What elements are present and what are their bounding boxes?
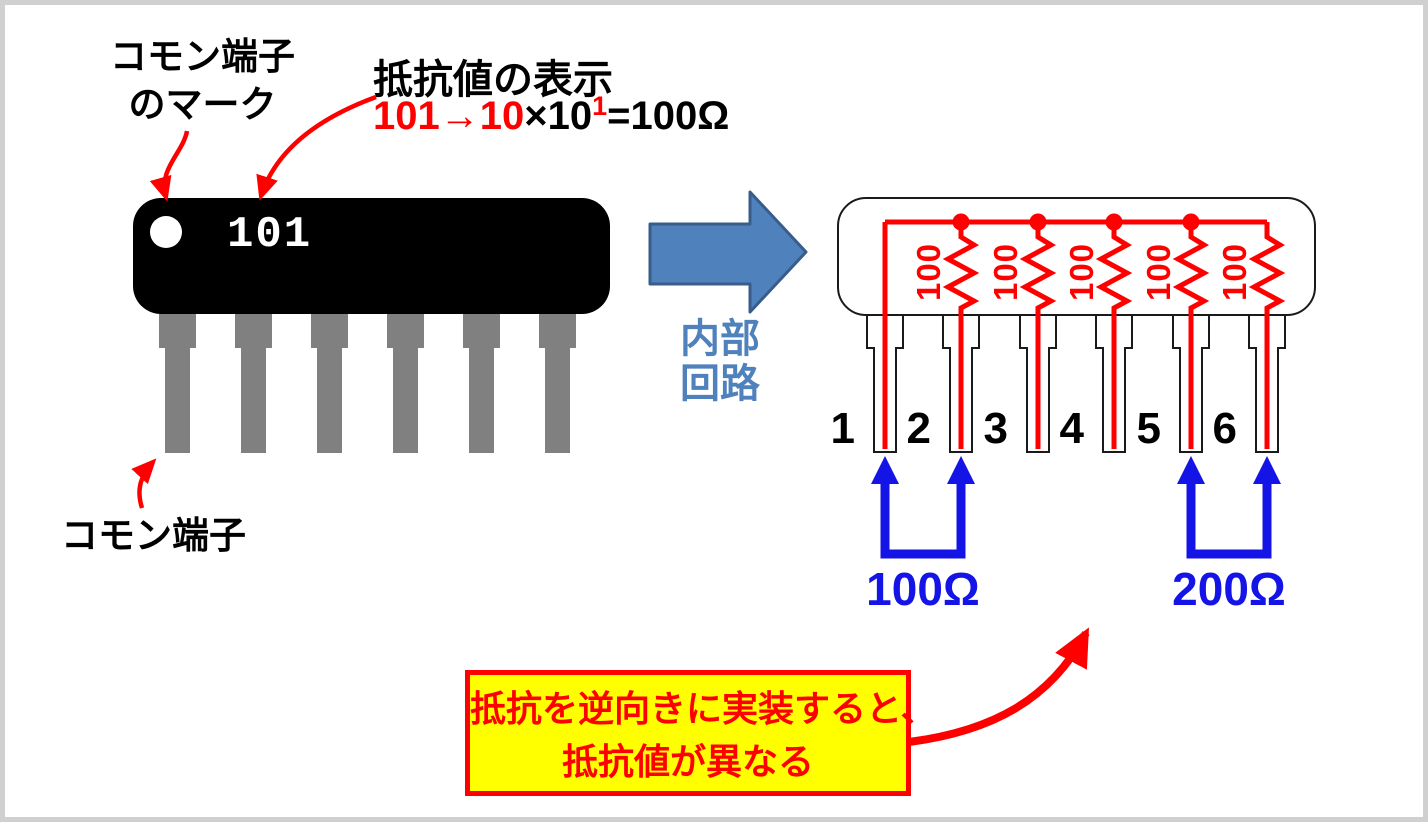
arrow-to-marking	[256, 94, 377, 201]
internal-circuit-label-line2: 回路	[680, 362, 760, 406]
common-terminal-mark-dot	[150, 216, 182, 248]
component-pin	[241, 314, 266, 453]
resistor-symbol	[1095, 222, 1133, 449]
junction-dots	[952, 213, 1200, 231]
internal-circuit-label: 内部 回路	[653, 317, 787, 407]
formula-multiplier: ×10	[524, 94, 593, 138]
junction-dot	[952, 213, 970, 231]
resistor-symbol	[942, 222, 980, 449]
measurement-brackets: 100Ω 200Ω	[866, 456, 1286, 615]
component-pin	[393, 314, 418, 453]
pin-number: 6	[1213, 404, 1237, 453]
warning-callout-line2: 抵抗値が異なる	[561, 741, 814, 782]
resistor-value: 100	[987, 243, 1024, 301]
measurement-label-200: 200Ω	[1172, 563, 1286, 615]
arrow-to-common-pin	[131, 458, 157, 509]
common-mark-label: コモン端子 のマーク	[95, 33, 310, 129]
component-pin	[317, 314, 342, 453]
resistor-symbol	[1019, 222, 1057, 449]
resistance-display-title: 抵抗値の表示	[373, 58, 613, 102]
component-marking: 101	[227, 210, 313, 260]
up-arrowhead	[1253, 456, 1281, 484]
resistance-formula: 101→10×101=100Ω	[373, 91, 729, 139]
measurement-label-100: 100Ω	[866, 563, 980, 615]
component-pin	[165, 314, 190, 453]
up-arrowhead	[1177, 456, 1205, 484]
resistor-value: 100	[1140, 243, 1177, 301]
pin-number: 5	[1137, 404, 1161, 453]
internal-circuit-arrow	[648, 190, 808, 314]
arrow-from-callout	[908, 627, 1090, 746]
formula-code: 101→10	[373, 94, 525, 138]
formula-result: =100Ω	[607, 94, 730, 138]
resistor-value: 100	[1216, 243, 1253, 301]
resistor-value: 100	[910, 243, 947, 301]
pin-number: 3	[984, 404, 1008, 453]
common-mark-label-line2: のマーク	[128, 84, 277, 125]
resistor-value: 100	[1063, 243, 1100, 301]
annotation-arrows	[131, 94, 1090, 746]
resistor-symbol	[1248, 222, 1286, 449]
junction-dot	[1105, 213, 1123, 231]
formula-exponent: 1	[592, 91, 608, 121]
junction-dot	[1029, 213, 1047, 231]
warning-callout-line1: 抵抗を逆向きに実装すると、	[470, 688, 937, 729]
pin-number: 1	[831, 404, 855, 453]
pin-number: 4	[1060, 404, 1085, 453]
circuit-and-arrows-layer: 100 100 100 100 100 1 2 3 4 5 6 100Ω 200…	[131, 94, 1316, 746]
up-arrowhead	[871, 456, 899, 484]
component-pin	[469, 314, 494, 453]
warning-callout-box: 抵抗を逆向きに実装すると、 抵抗値が異なる	[465, 670, 937, 796]
common-mark-label-line1: コモン端子	[110, 36, 295, 77]
internal-wiring	[882, 219, 1286, 449]
pin-number: 2	[907, 404, 931, 453]
bracket-pins-5-6	[1186, 478, 1272, 559]
resistor-values: 100 100 100 100 100	[910, 243, 1253, 301]
up-arrowhead	[947, 456, 975, 484]
junction-dot	[1182, 213, 1200, 231]
component-pin	[545, 314, 570, 453]
bracket-pins-1-2	[880, 478, 966, 559]
internal-circuit-label-line1: 内部	[680, 317, 760, 361]
resistor-symbol	[1172, 222, 1210, 449]
pin-numbers: 1 2 3 4 5 6	[831, 404, 1237, 453]
arrow-to-common-mark	[149, 130, 190, 202]
resistor-array-body: 101	[133, 198, 610, 314]
common-terminal-label: コモン端子	[61, 515, 246, 556]
